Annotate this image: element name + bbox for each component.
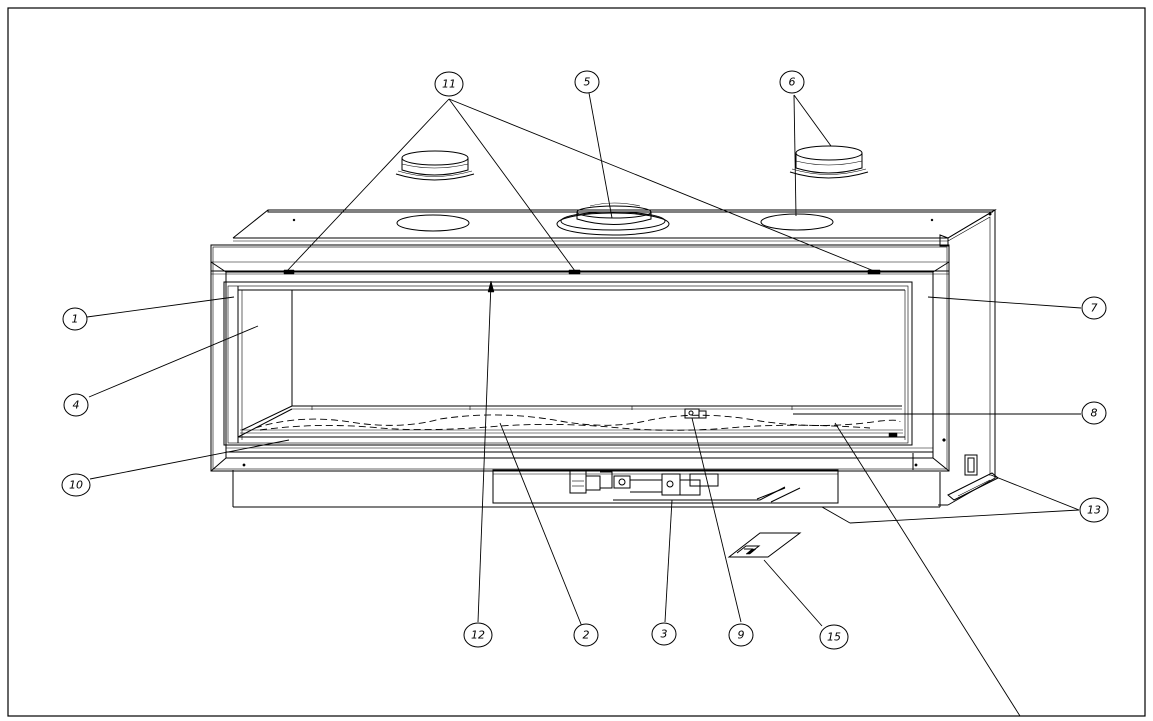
glass-door bbox=[223, 281, 933, 453]
bracket-13-lower bbox=[770, 487, 801, 503]
svg-text:4: 4 bbox=[73, 399, 80, 412]
front-frame bbox=[210, 244, 950, 472]
callout-10: 10 bbox=[61, 473, 91, 497]
callout-9: 9 bbox=[728, 623, 754, 647]
flue-spigot-left bbox=[395, 150, 475, 181]
svg-text:5: 5 bbox=[584, 76, 591, 89]
callout-2: 2 bbox=[573, 623, 599, 647]
callout-7: 7 bbox=[1081, 296, 1107, 320]
svg-text:10: 10 bbox=[69, 479, 83, 492]
callout-8: 8 bbox=[1081, 401, 1107, 425]
callout-12: 12 bbox=[463, 622, 493, 648]
svg-text:1: 1 bbox=[72, 313, 79, 326]
svg-text:6: 6 bbox=[789, 76, 796, 89]
drawing-border bbox=[7, 7, 1146, 717]
svg-text:7: 7 bbox=[1091, 302, 1098, 315]
burner-dashed-outline bbox=[254, 414, 901, 429]
svg-text:13: 13 bbox=[1087, 504, 1101, 517]
callout-4: 4 bbox=[63, 393, 89, 417]
callout-15: 15 bbox=[819, 624, 849, 650]
callout-11: 11 bbox=[434, 71, 464, 97]
svg-text:8: 8 bbox=[1091, 407, 1098, 420]
callout-13: 13 bbox=[1079, 497, 1109, 523]
svg-text:12: 12 bbox=[471, 629, 485, 642]
burner-dashed-outline-lower bbox=[259, 423, 871, 431]
svg-text:15: 15 bbox=[827, 631, 841, 644]
svg-text:3: 3 bbox=[661, 628, 668, 641]
callout-1: 1 bbox=[62, 307, 88, 331]
leader-lines bbox=[86, 92, 1082, 717]
svg-text:2: 2 bbox=[583, 629, 590, 642]
svg-text:9: 9 bbox=[738, 629, 745, 642]
callout-3: 3 bbox=[651, 622, 677, 646]
flue-spigot-right bbox=[789, 145, 869, 179]
control-bay bbox=[232, 469, 941, 508]
callout-5: 5 bbox=[574, 70, 600, 94]
loose-bracket bbox=[727, 532, 802, 558]
top-plate bbox=[232, 202, 997, 242]
callout-6: 6 bbox=[779, 70, 805, 94]
svg-text:11: 11 bbox=[442, 78, 456, 91]
